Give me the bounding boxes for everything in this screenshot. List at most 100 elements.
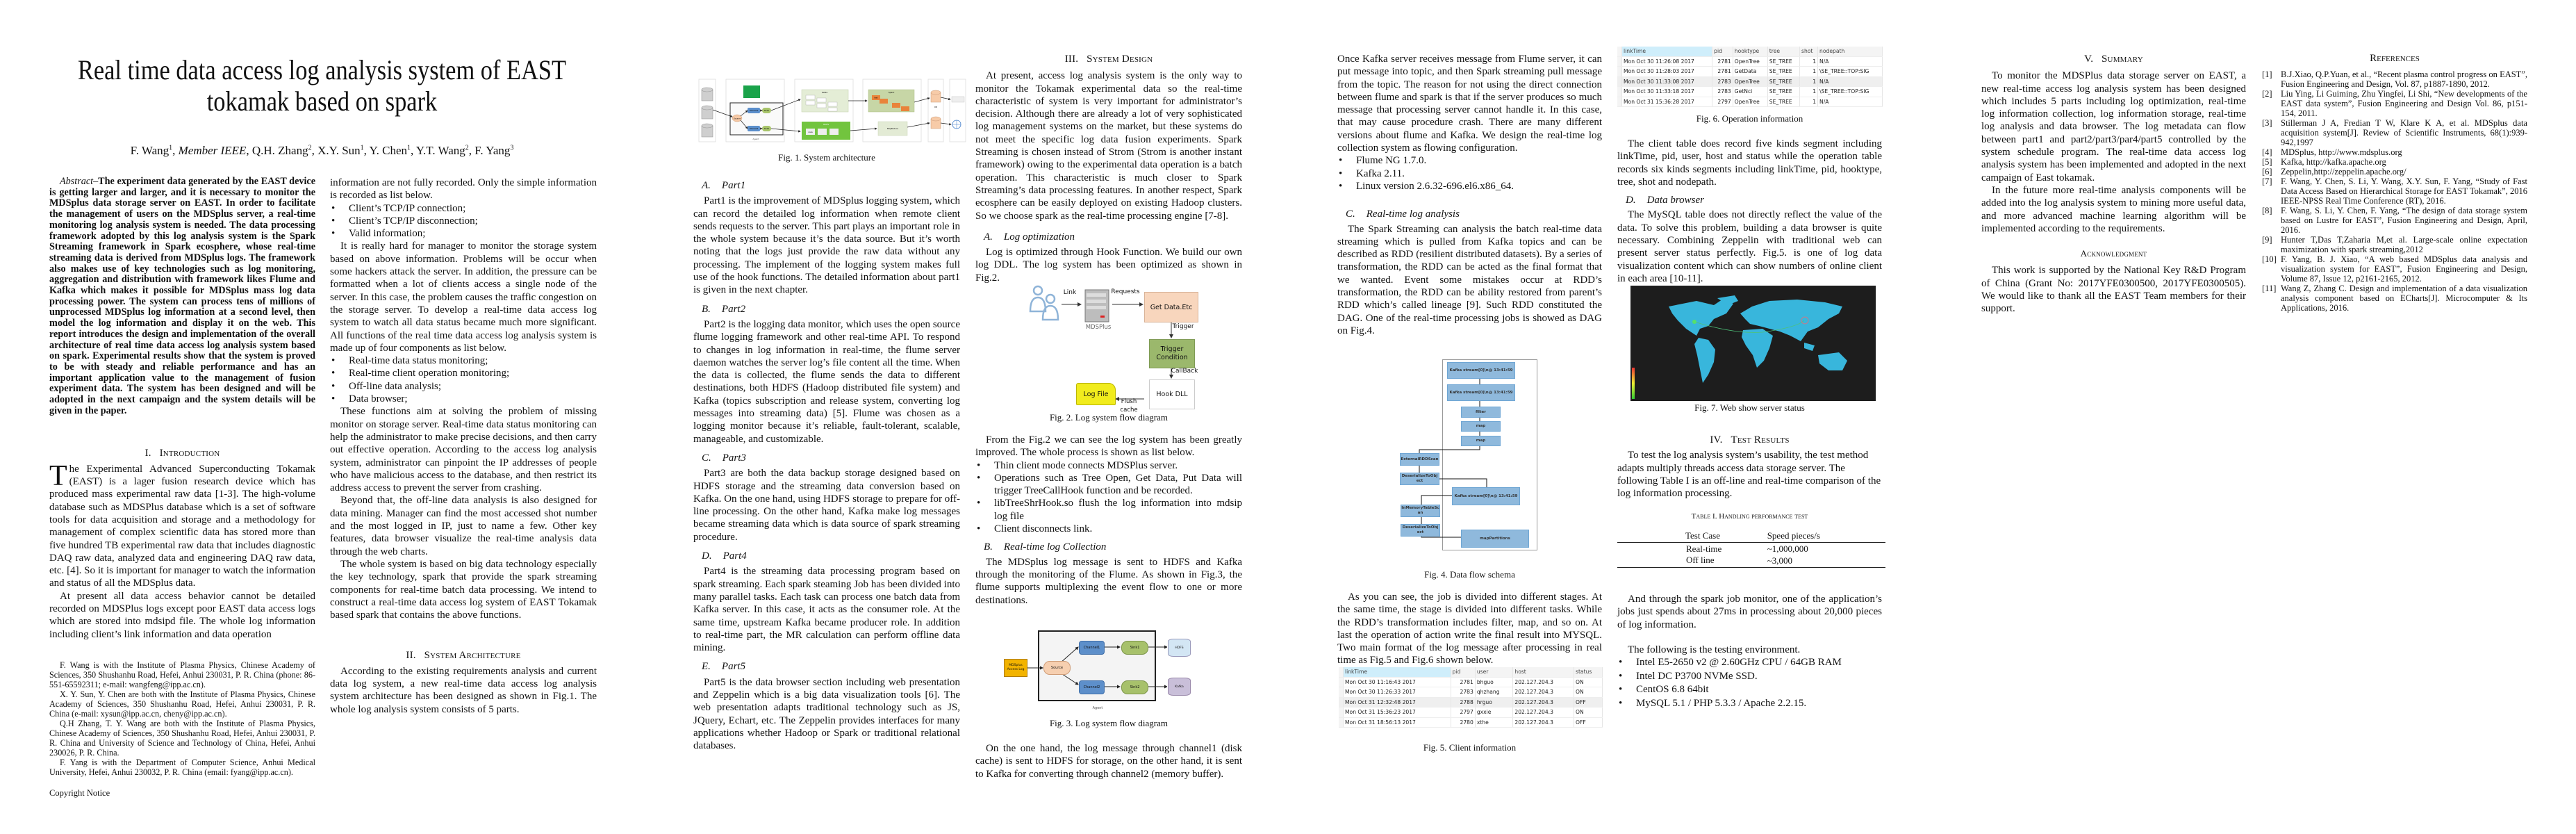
cell: 1 <box>1799 86 1819 97</box>
fig3-hdfs-cylinder: HDFS <box>1168 639 1191 657</box>
map-legend-scale <box>1632 368 1635 399</box>
table-row: Real-time~1,000,000 <box>1617 543 1885 555</box>
fig2-callback-label: CallBack <box>1171 368 1198 375</box>
fig4-kafka-stream-node: Kafka stream[0]\n@ 13:41:59 <box>1447 362 1515 379</box>
cell: \SE_TREE::TOP:SIG <box>1817 66 1883 77</box>
list-item: libTreeShrHook.so flush the log informat… <box>975 497 1242 523</box>
cell: 202.127.204.3 <box>1512 687 1574 698</box>
cell: 2781 <box>1712 66 1733 77</box>
reference-item: [5]Kafka, http://kafka.apache.org <box>2262 157 2386 167</box>
fig4-inmemory-scan-node: InMemoryTableScan <box>1401 505 1440 517</box>
fig3-agent-label: Agent <box>1092 706 1103 710</box>
fig1-channel1-label: Channel1 <box>750 109 759 112</box>
column-header: host <box>1512 667 1574 678</box>
cell: ON <box>1574 707 1603 718</box>
column-header: linkTime <box>1621 47 1713 57</box>
reference-item: [7]F. Wang, Y. Chen, S. Li, Y. Wang, X.Y… <box>2262 177 2527 206</box>
cell: ~1,000,000 <box>1767 543 1808 554</box>
table-1-title: Table I. Handling performance test <box>1691 512 1808 521</box>
fig4-kafka-stream-node: Kafka stream[0]\n@ 13:41:59 <box>1447 384 1515 401</box>
fig1-db-label: DB <box>934 106 937 108</box>
list-item: Data browser; <box>330 393 597 406</box>
paragraph: The MySQL table does not directly reflec… <box>1617 209 1882 284</box>
connection-line <box>1694 320 1805 333</box>
subsection-heading-part5: E.Part5 <box>702 661 746 673</box>
column-1: Abstract–The experiment data generated b… <box>49 176 315 641</box>
cell: N/A <box>1817 97 1883 107</box>
cell: 2783 <box>1451 687 1476 698</box>
fig3-sink1-node: Sink1 <box>1121 641 1148 655</box>
column-6-bottom: IV. Test Results To test the log analysi… <box>1617 434 1882 500</box>
author-footnotes: F. Wang is with the Institute of Plasma … <box>49 660 315 777</box>
paragraph: Once Kafka server receives message from … <box>1337 54 1602 154</box>
figure-6-caption: Fig. 6. Operation information <box>1696 113 1803 124</box>
cell: GetNci <box>1733 86 1768 97</box>
paragraph: And through the spark job monitor, one o… <box>1617 594 1882 630</box>
column-header: hooktype <box>1733 47 1768 57</box>
paragraph: Part2 is the logging data monitor, which… <box>693 318 960 445</box>
list-item: Client disconnects link. <box>975 523 1242 536</box>
reference-item: [9]Hunter T,Das T,Zaharia M,et al. Large… <box>2262 235 2527 254</box>
cell: 2797 <box>1712 97 1733 107</box>
author-list: F. Wang1, Member IEEE, Q.H. Zhang2, X.Y.… <box>130 144 514 157</box>
cell: 2783 <box>1712 86 1733 97</box>
list-item: CentOS 6.8 64bit <box>1617 683 1882 697</box>
paper-title: Real time data access log analysis syste… <box>77 54 567 117</box>
paragraph: The MDSplus log message is sent to HDFS … <box>975 556 1242 606</box>
subsection-heading-log-analysis: C.Real-time log analysis <box>1346 208 1460 220</box>
subsection-heading-part4: D.Part4 <box>702 550 747 562</box>
subsection-heading-part3: C.Part3 <box>702 452 746 464</box>
list-item: Intel DC P3700 NVMe SSD. <box>1617 670 1882 684</box>
column-header: tree <box>1767 47 1800 57</box>
server-icon <box>1084 289 1109 322</box>
column-header: pid <box>1451 667 1476 678</box>
reference-item: [3]Stillerman J A, Fredian T W, Klare K … <box>2262 118 2527 147</box>
cell: \SE_TREE::TOP:SIG <box>1817 86 1883 97</box>
bullet-list: Flume NG 1.7.0. Kafka 2.11. Linux versio… <box>1337 154 1602 193</box>
cell: 202.127.204.3 <box>1512 697 1574 708</box>
column-4-top: III. System Design At present, access lo… <box>975 53 1242 284</box>
fig4-filter-node: filter <box>1461 407 1501 418</box>
fig1-mapreduce-label: MapReduce <box>887 127 899 130</box>
fig3-kafka-cylinder: Kafka <box>1168 678 1191 696</box>
fig3-source-node: Source <box>1043 661 1071 675</box>
fig1-task-label: task <box>874 97 878 99</box>
column-5-bottom: As you can see, the job is divided into … <box>1337 591 1602 667</box>
fig3-access-log-box: MDSplus Access Log <box>1004 659 1027 677</box>
column-4-bottom: From the Fig.2 we can see the log system… <box>975 434 1242 607</box>
column-header: shot <box>1799 47 1819 57</box>
fig4-stage-box <box>1442 359 1537 550</box>
cell: 2783 <box>1712 76 1733 87</box>
cell: Mon Oct 31 18:56:13 2017 <box>1343 717 1451 728</box>
cell: Mon Oct 31 12:32:48 2017 <box>1343 697 1451 708</box>
cell: Mon Oct 31 15:36:23 2017 <box>1343 707 1451 718</box>
column-header: Speed pieces/s <box>1767 530 1820 541</box>
column-6: The client table does record five kinds … <box>1617 138 1882 285</box>
figure-2-connectors <box>1029 285 1173 401</box>
list-item: Kafka 2.11. <box>1337 167 1602 181</box>
cell: hrguo <box>1475 697 1514 708</box>
column-header: user <box>1475 667 1514 678</box>
figure-4-caption: Fig. 4. Data flow schema <box>1424 569 1515 580</box>
reference-item: [10]F. Yang, B. J. Xiao, “A web based MD… <box>2262 254 2527 284</box>
column-5: Once Kafka server receives message from … <box>1337 53 1602 337</box>
reference-item: [11]Wang Z, Zhang C. Design and implemen… <box>2262 284 2527 313</box>
fig1-kafka-label: Kafka <box>822 91 827 94</box>
paragraph: From the Fig.2 we can see the log system… <box>975 434 1242 459</box>
paragraph: Part4 is the streaming data processing p… <box>693 566 960 654</box>
cell: ON <box>1574 687 1603 698</box>
paragraph: Log is optimized through Hook Function. … <box>975 247 1242 284</box>
cell: GetData <box>1733 66 1768 77</box>
reference-item: [8]F. Wang, S. Li, Y. Chen, F. Yang, “Th… <box>2262 206 2527 235</box>
paragraph: This work is supported by the National K… <box>1981 265 2246 315</box>
bullet-list: Client’s TCP/IP connection; Client’s TCP… <box>330 202 597 240</box>
cell: Off line <box>1686 555 1715 565</box>
cell: 1 <box>1799 76 1819 87</box>
